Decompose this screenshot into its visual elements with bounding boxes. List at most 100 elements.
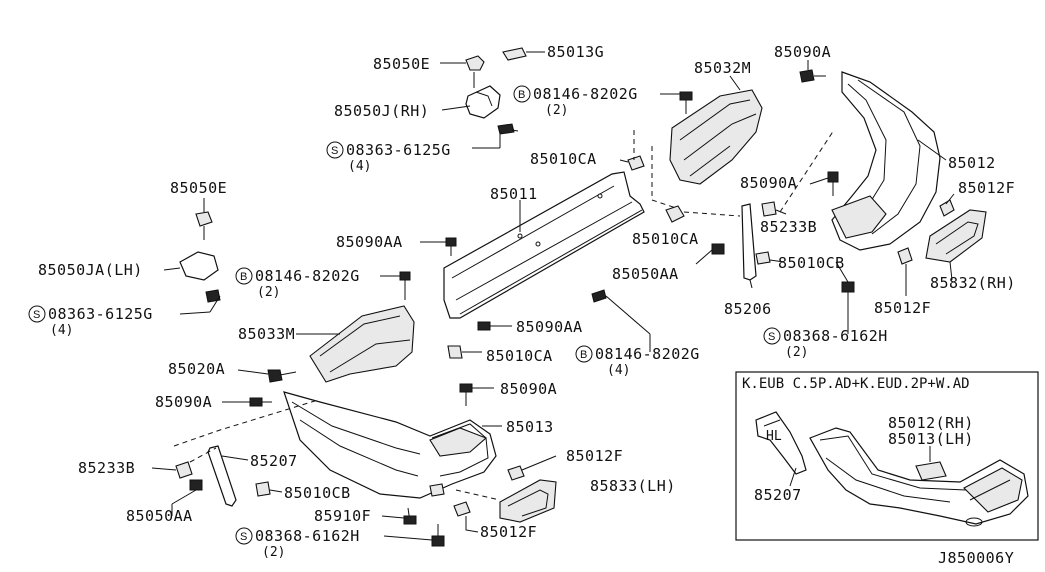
nut-85050AA-left-part [189, 479, 203, 491]
inset-label-85207: 85207 [754, 486, 802, 504]
clip-85233B-left-part [175, 461, 193, 479]
svg-text:08363-6125G: 08363-6125G [48, 305, 153, 323]
svg-text:S: S [768, 331, 775, 343]
label-85090A-topright: 85090A [774, 43, 831, 61]
clip-85010CB-right-part [755, 251, 771, 265]
label-85090AA-left: 85090AA [336, 233, 403, 251]
svg-text:08368-6162H: 08368-6162H [783, 327, 888, 345]
inset-panel: K.EUB C.5P.AD+K.EUD.2P+W.AD 85012(RH) 85… [735, 371, 1039, 541]
label-85207: 85207 [250, 452, 298, 470]
screw-prefix-icon: S [331, 145, 338, 157]
label-85012F-c: 85012F [566, 447, 623, 465]
mud-guard-lh-group [163, 198, 221, 315]
label-85050AA-right: 85050AA [612, 265, 679, 283]
label-85833-lh: 85833(LH) [590, 477, 676, 495]
bolt-prefix-icon: B [518, 89, 525, 101]
moulding-85833-lh-part [499, 479, 557, 523]
label-08368-bot: S 08368-6162H (2) [235, 527, 360, 560]
label-85010CB-right: 85010CB [778, 254, 845, 272]
extension-85013-part [283, 391, 497, 499]
clip-85233B-right-part [761, 201, 777, 217]
label-85050JA-lh: 85050JA(LH) [38, 261, 143, 279]
svg-text:08363-6125G: 08363-6125G [346, 141, 451, 159]
svg-text:08368-6162H: 08368-6162H [255, 527, 360, 545]
label-85020A: 85020A [168, 360, 225, 378]
label-85010CA-a: 85010CA [530, 150, 597, 168]
bolt-85090A-left-part [249, 397, 263, 407]
label-85012F-a: 85012F [958, 179, 1015, 197]
moulding-85832-rh-part [925, 209, 987, 263]
label-08146-bot: B 08146-8202G (4) [575, 345, 700, 378]
svg-text:(2): (2) [545, 103, 568, 118]
label-85013G: 85013G [547, 43, 604, 61]
moulding-85832-rh-group [897, 209, 987, 296]
label-08363-left: S 08363-6125G (4) [28, 305, 153, 338]
label-85011: 85011 [490, 185, 538, 203]
svg-text:(4): (4) [50, 323, 73, 338]
screw-08363-left-part [205, 289, 221, 303]
clip-85010CA-c-part [447, 345, 463, 359]
mud-guard-rh-group [440, 47, 545, 149]
mud-guard-rh-part [465, 85, 501, 119]
label-85090A-bot: 85090A [500, 380, 557, 398]
label-85012F-d: 85012F [480, 523, 537, 541]
bracket-85032M-group [660, 75, 763, 185]
label-85050J-rh: 85050J(RH) [334, 102, 429, 120]
label-85233B-right: 85233B [760, 218, 817, 236]
bolt-85090A-bot-part [459, 383, 473, 393]
inset-label-85012-rh: 85012(RH) [888, 414, 974, 432]
label-85012: 85012 [948, 154, 996, 172]
svg-text:(2): (2) [785, 345, 808, 360]
clip-85010CB-left-part [255, 481, 271, 497]
svg-text:B: B [240, 271, 247, 283]
label-85090A-mid: 85090A [740, 174, 797, 192]
screw-08363-top-part [497, 123, 515, 135]
svg-text:B: B [580, 349, 587, 361]
label-85910F: 85910F [314, 507, 371, 525]
label-85206: 85206 [724, 300, 772, 318]
label-85033M: 85033M [238, 325, 295, 343]
reinforcement-85011-part [443, 171, 645, 319]
bolt-08368-right-part [841, 281, 855, 293]
diagram-id: J850006Y [938, 549, 1014, 567]
label-08363-top: S 08363-6125G (4) [326, 141, 451, 174]
corner-85012-group [799, 60, 955, 251]
svg-text:(4): (4) [607, 363, 630, 378]
svg-text:(2): (2) [257, 285, 280, 300]
label-85050E-left: 85050E [170, 179, 227, 197]
inset-stay-part [755, 411, 807, 475]
label-08368-right: S 08368-6162H (2) [763, 327, 888, 360]
label-85233B-left: 85233B [78, 459, 135, 477]
reinforcement-85011-group [380, 130, 685, 359]
stay-85206-group [683, 129, 855, 334]
clip-85012F-d-part [453, 501, 471, 517]
bolt-85090AA-mid-part [477, 321, 491, 331]
stay-85206-part [741, 203, 757, 281]
label-85010CB-left: 85010CB [284, 484, 351, 502]
clip-85012F-c-part [507, 465, 525, 481]
svg-text:(4): (4) [348, 159, 371, 174]
inset-label-85013-lh: 85013(LH) [888, 430, 974, 448]
label-85010CA-b: 85010CA [632, 230, 699, 248]
svg-text:S: S [240, 531, 247, 543]
label-85013: 85013 [506, 418, 554, 436]
label-85090AA-mid: 85090AA [516, 318, 583, 336]
label-08146-top: B 08146-8202G (2) [513, 85, 637, 118]
bracket-85033M-group [222, 305, 415, 407]
label-85832-rh: 85832(RH) [930, 274, 1016, 292]
mud-guard-lh-part [179, 251, 219, 281]
svg-text:(2): (2) [262, 545, 285, 560]
svg-text:HL: HL [766, 429, 782, 444]
bolt-08146-top-part [679, 91, 693, 101]
svg-text:08146-8202G: 08146-8202G [595, 345, 700, 363]
clip-85050E-left-part [195, 211, 213, 227]
clip-85050E-top-part [465, 55, 485, 71]
bracket-85032M-part [669, 89, 763, 185]
strip-85013G-part [502, 47, 527, 61]
bracket-85033M-part [309, 305, 415, 383]
nut-85050AA-right-part [711, 243, 725, 255]
label-08146-mid: B 08146-8202G (2) [235, 267, 359, 300]
label-85032M: 85032M [694, 59, 751, 77]
label-85090A-left: 85090A [155, 393, 212, 411]
